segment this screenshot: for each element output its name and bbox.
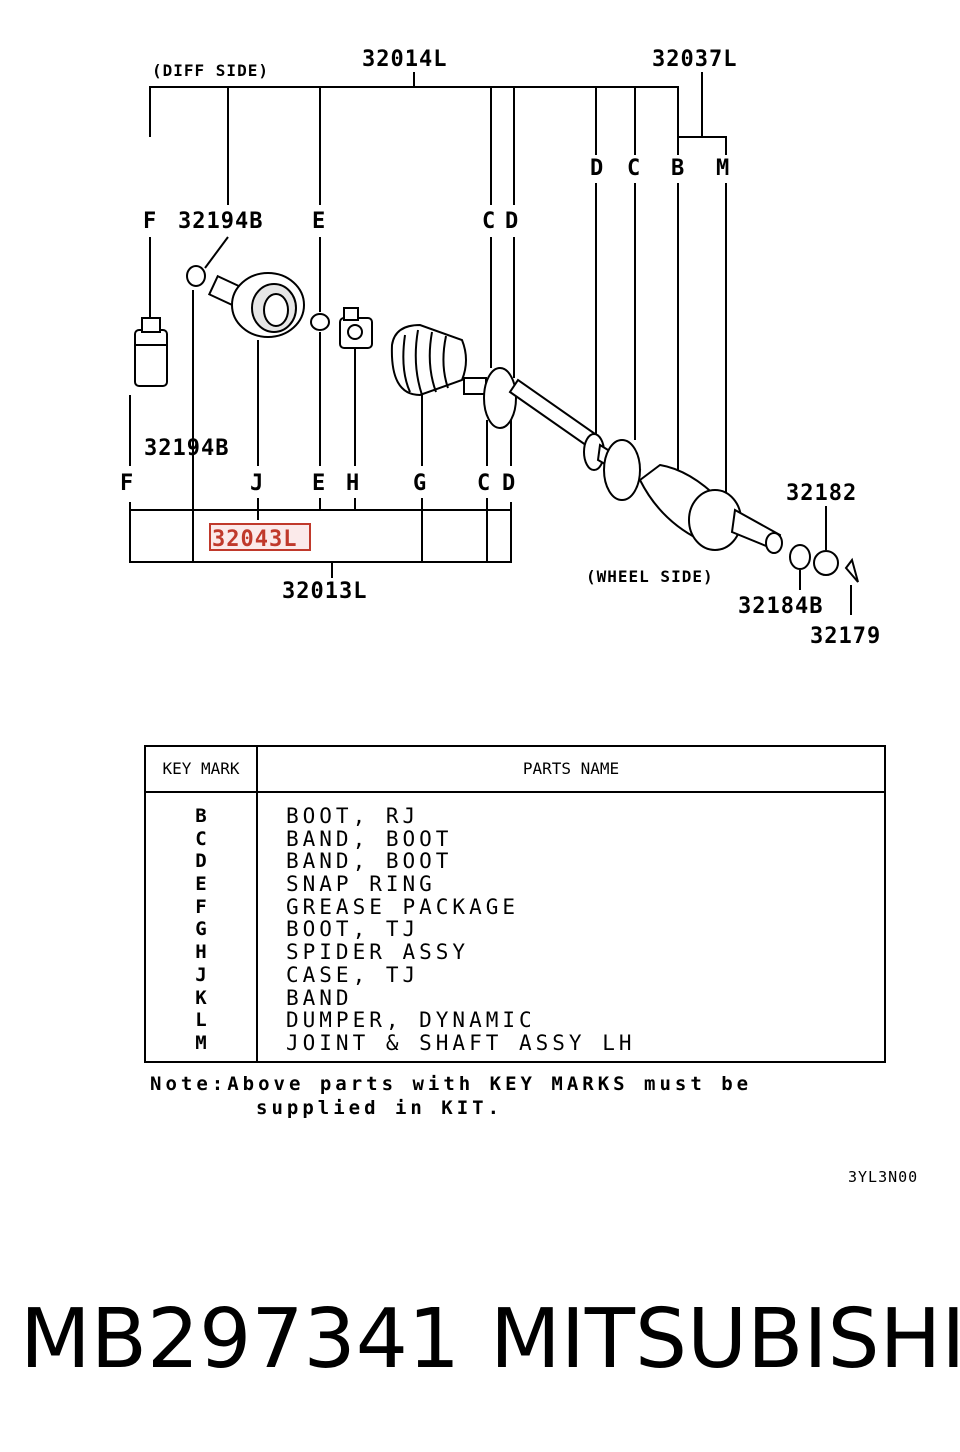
key-G-label: G [413, 471, 427, 496]
parts-name-cell: BOOT, RJ [286, 804, 420, 828]
key-mark-cell: F [195, 895, 207, 918]
parts-name-cell: SPIDER ASSY [286, 940, 470, 965]
column-divider [256, 747, 258, 1061]
table-row: E SNAP RING [146, 873, 884, 896]
key-D-top-label: D [505, 209, 519, 234]
table-row: H SPIDER ASSY [146, 941, 884, 964]
diagram-code: 3YL3N00 [848, 1168, 919, 1186]
table-row: D BAND, BOOT [146, 850, 884, 873]
key-mark-cell: E [195, 873, 207, 896]
key-H-label: H [346, 471, 360, 496]
part-32182-label: 32182 [786, 481, 857, 506]
part-32184B-label: 32184B [738, 594, 823, 619]
table-row: B BOOT, RJ [146, 805, 884, 828]
washer-32184B-part [789, 544, 811, 570]
note-line-1: Note:Above parts with KEY MARKS must be [150, 1073, 753, 1095]
parts-name-cell: BAND, BOOT [286, 826, 453, 851]
parts-name-cell: BOOT, TJ [286, 917, 420, 942]
key-mark-cell: H [195, 941, 207, 964]
parts-name-cell: DUMPER, DYNAMIC [286, 1008, 536, 1033]
parts-name-cell: GREASE PACKAGE [286, 894, 520, 919]
key-mark-cell: C [195, 827, 207, 850]
table-row: G BOOT, TJ [146, 918, 884, 941]
part-32179-label: 32179 [810, 624, 881, 649]
spider-assy-part [339, 307, 373, 349]
highlighted-part-box[interactable] [209, 523, 311, 551]
parts-name-cell: JOINT & SHAFT ASSY LH [286, 1030, 636, 1055]
parts-name-cell: CASE, TJ [286, 962, 420, 987]
parts-name-header: PARTS NAME [522, 759, 620, 778]
key-mark-cell: J [195, 963, 207, 986]
bottom-bracket [129, 498, 512, 578]
parts-name-cell: SNAP RING [286, 872, 436, 897]
key-D-bottom-label: D [502, 471, 516, 496]
diff-side-label: (DIFF SIDE) [152, 61, 269, 80]
wheel-side-label: (WHEEL SIDE) [586, 567, 714, 586]
part-32014L-label: 32014L [362, 47, 447, 72]
table-row: K BAND [146, 987, 884, 1010]
part-number: MB297341 [20, 1292, 461, 1387]
table-row: C BAND, BOOT [146, 828, 884, 851]
brand-name: MITSUBISHI [490, 1292, 960, 1387]
part-32194B-bottom-label: 32194B [144, 436, 229, 461]
top-bracket [149, 72, 727, 205]
table-row: J CASE, TJ [146, 964, 884, 987]
snap-ring-32194B-part [186, 265, 206, 287]
key-F-top-label: F [143, 209, 157, 234]
part-32013L-label: 32013L [282, 579, 367, 604]
grease-package-part [134, 317, 168, 387]
key-mark-cell: B [195, 805, 207, 827]
key-D-right-label: D [590, 156, 604, 181]
part-32043L-label[interactable]: 32043L [212, 527, 297, 552]
key-mark-cell: L [195, 1009, 207, 1032]
parts-name-cell: BAND, BOOT [286, 849, 453, 874]
key-mark-cell: M [195, 1031, 207, 1054]
part-32194B-top-label: 32194B [178, 209, 263, 234]
key-mark-cell: K [195, 986, 207, 1009]
table-header: KEY MARK PARTS NAME [146, 747, 884, 793]
snap-ring-E-part [310, 313, 330, 331]
key-F-bottom-label: F [120, 471, 134, 496]
nut-32182-part [813, 550, 839, 576]
shaft-assy-part [463, 367, 783, 554]
parts-table: KEY MARK PARTS NAME B BOOT, RJ C BAND, BOOT… [144, 745, 886, 1063]
cotter-pin-32179-part [844, 557, 859, 583]
key-mark-cell: G [195, 918, 207, 941]
parts-name-cell: BAND [286, 985, 353, 1010]
key-C-bottom-label: C [477, 471, 491, 496]
exploded-parts-diagram: (DIFF SIDE) 32014L 32037L D C B M F 3219… [120, 47, 881, 649]
table-row: M JOINT & SHAFT ASSY LH [146, 1032, 884, 1055]
key-E-bottom-label: E [312, 471, 326, 496]
key-B-label: B [671, 156, 685, 181]
footer: MB297341 MITSUBISHI [0, 1290, 960, 1390]
table-rows: B BOOT, RJ C BAND, BOOT D BAND, BOOT E SNAP RIN… [146, 805, 884, 1055]
key-C-right-label: C [627, 156, 641, 181]
tj-case-part [207, 272, 305, 338]
key-J-label: J [250, 471, 264, 496]
key-E-top-label: E [312, 209, 326, 234]
key-mark-cell: D [195, 850, 207, 873]
table-row: L DUMPER, DYNAMIC [146, 1009, 884, 1032]
boot-tj-part [390, 323, 467, 397]
part-32037L-label: 32037L [652, 47, 737, 72]
key-C-top-label: C [482, 209, 496, 234]
table-row: F GREASE PACKAGE [146, 896, 884, 919]
leader-lines [149, 183, 727, 500]
note-line-2: supplied in KIT. [256, 1097, 504, 1119]
kit-note: Note:Above parts with KEY MARKS must be … [150, 1072, 910, 1120]
key-M-label: M [716, 156, 730, 181]
key-mark-header: KEY MARK [162, 759, 240, 778]
